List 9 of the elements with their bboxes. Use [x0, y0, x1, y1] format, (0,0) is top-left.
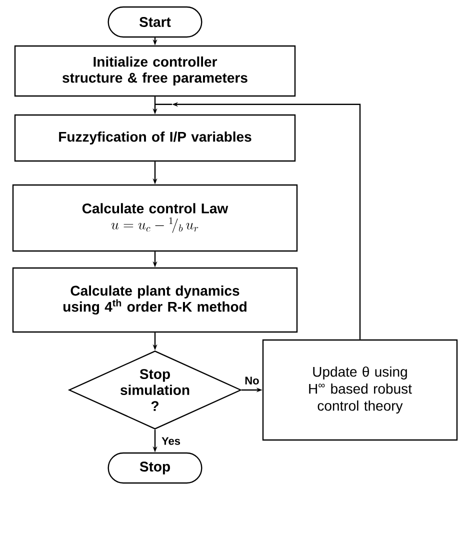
process-box: Fuzzyfication of I/P variables [14, 114, 296, 162]
process-box: Initialize controller structure & free parameters [14, 45, 296, 97]
stop-terminal: Stop [108, 452, 202, 484]
start-terminal: Start [108, 6, 202, 38]
process-box: Update θ using H$^{∞}$ based robust control theory [262, 339, 458, 441]
edge-label: No [245, 376, 259, 384]
process-box: Calculate plant dynamics using 4$^{th}$ order R-K method [12, 267, 298, 333]
process-box: Calculate control Law $u = u_{c} - {}^{1}\!/_{b}\, u_{r}$ [12, 184, 298, 252]
edge-label: Yes [162, 437, 180, 445]
